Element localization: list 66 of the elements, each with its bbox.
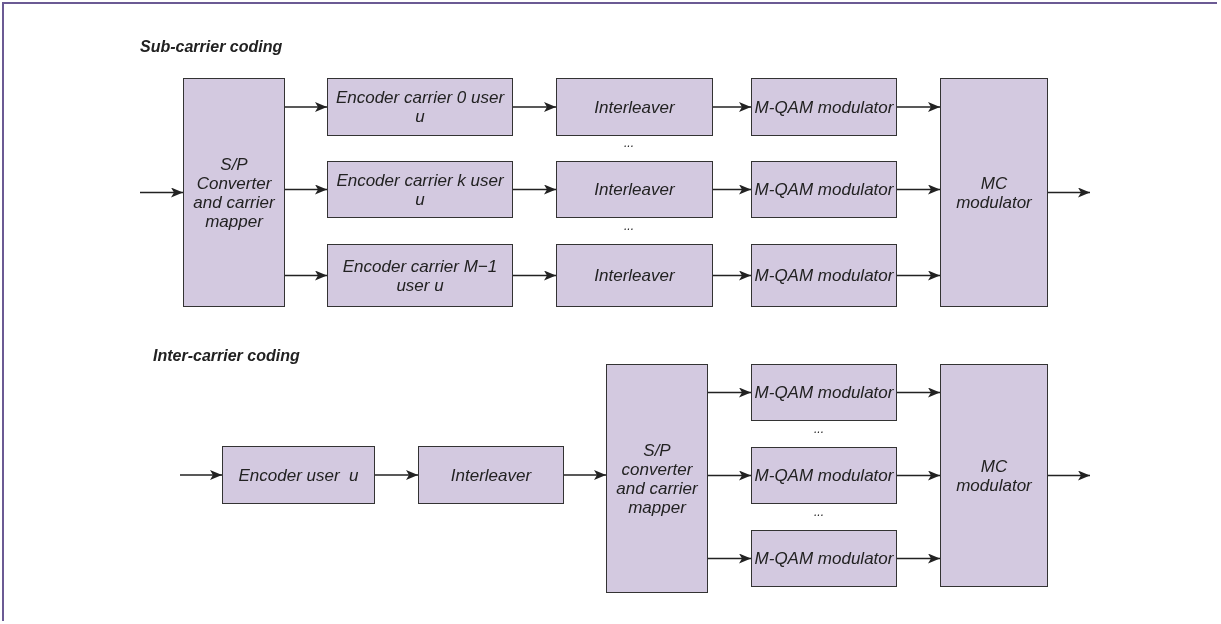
arrow bbox=[284, 184, 328, 195]
box-label: M-QAM modulator bbox=[753, 466, 895, 485]
box-label: Interleaver bbox=[593, 97, 676, 117]
box-label: Encoder carrier M−1 user u bbox=[341, 256, 499, 295]
process-box bbox=[751, 161, 897, 218]
arrow bbox=[512, 270, 557, 281]
process-box bbox=[556, 78, 713, 136]
process-box bbox=[940, 78, 1048, 307]
arrow bbox=[284, 102, 328, 112]
arrow bbox=[896, 184, 941, 195]
box-label: Encoder carrier k user u bbox=[335, 170, 505, 209]
ellipsis-mark: ... bbox=[814, 422, 824, 436]
process-box bbox=[327, 161, 513, 218]
arrow bbox=[1047, 470, 1091, 481]
process-box bbox=[183, 78, 285, 307]
section-heading: Sub-carrier coding bbox=[140, 38, 283, 56]
arrow bbox=[896, 270, 941, 281]
arrow bbox=[896, 553, 941, 564]
process-box bbox=[751, 78, 897, 136]
process-box bbox=[606, 364, 708, 593]
process-box bbox=[327, 78, 513, 136]
box-label: Interleaver bbox=[449, 465, 533, 485]
box-label: S/P Converter and carrier mapper bbox=[192, 154, 276, 231]
box-label: Interleaver bbox=[593, 180, 676, 199]
process-box bbox=[751, 530, 897, 587]
box-label: M-QAM modulator bbox=[753, 97, 895, 117]
box-label: Encoder carrier 0 user u bbox=[334, 88, 506, 126]
box-label: M-QAM modulator bbox=[753, 383, 895, 402]
arrow bbox=[707, 387, 752, 398]
arrow bbox=[896, 470, 941, 481]
arrow bbox=[139, 187, 184, 198]
arrow bbox=[712, 102, 752, 112]
arrow bbox=[512, 184, 557, 195]
box-label: M-QAM modulator bbox=[753, 549, 895, 568]
arrow bbox=[896, 102, 941, 112]
ellipsis-mark: ... bbox=[624, 219, 634, 233]
arrow bbox=[712, 270, 752, 281]
arrow bbox=[512, 102, 557, 112]
process-box bbox=[327, 244, 513, 307]
ellipsis-mark: ... bbox=[624, 136, 634, 150]
ellipsis-mark: ... bbox=[814, 505, 824, 519]
process-box bbox=[940, 364, 1048, 587]
section-heading: Inter-carrier coding bbox=[153, 347, 300, 365]
box-label: Interleaver bbox=[593, 266, 676, 285]
box-label: S/P converter and carrier mapper bbox=[615, 440, 699, 517]
arrow bbox=[179, 470, 223, 480]
process-box bbox=[556, 244, 713, 307]
process-box bbox=[418, 446, 564, 504]
process-box bbox=[751, 364, 897, 421]
box-label: Encoder user u bbox=[237, 465, 360, 485]
process-box bbox=[556, 161, 713, 218]
arrow bbox=[707, 470, 752, 481]
arrow bbox=[284, 270, 328, 281]
arrow bbox=[1047, 187, 1091, 198]
box-label: M-QAM modulator bbox=[753, 180, 895, 199]
arrow bbox=[896, 387, 941, 398]
process-box bbox=[751, 244, 897, 307]
arrow bbox=[712, 184, 752, 195]
box-label: MC modulator bbox=[955, 456, 1033, 495]
arrow bbox=[374, 470, 419, 480]
process-box bbox=[751, 447, 897, 504]
arrow bbox=[563, 470, 607, 480]
arrow bbox=[707, 553, 752, 564]
box-label: M-QAM modulator bbox=[753, 266, 895, 285]
process-box bbox=[222, 446, 375, 504]
box-label: MC modulator bbox=[955, 173, 1033, 212]
